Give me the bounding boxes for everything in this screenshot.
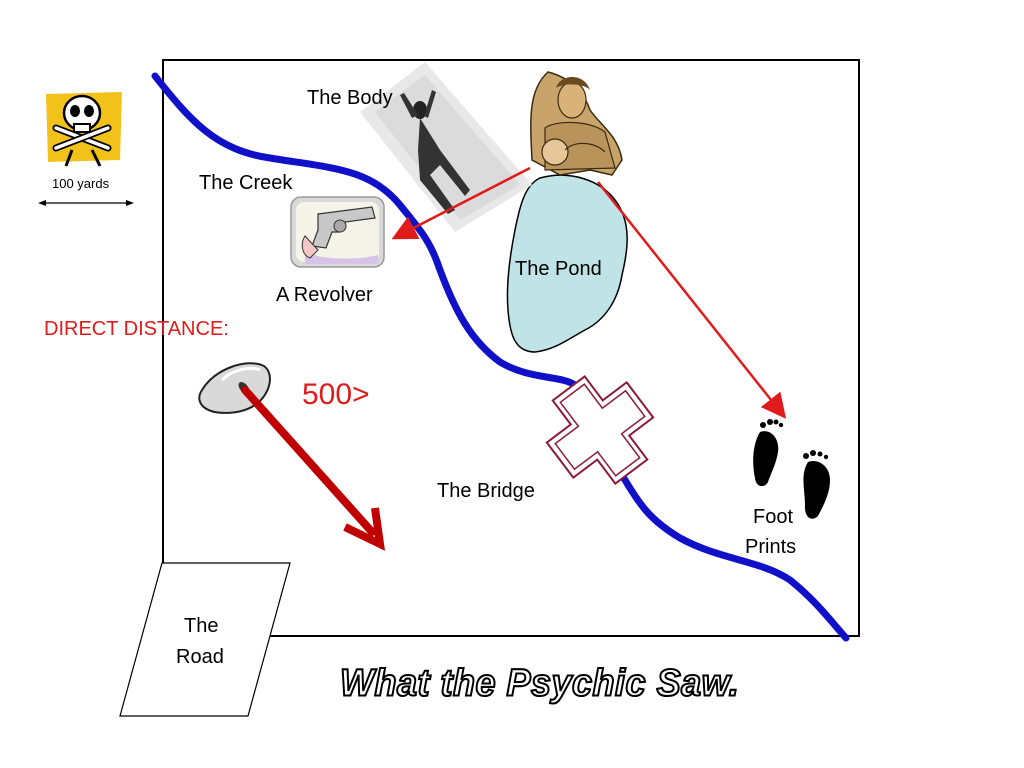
skull-crossbones-icon	[46, 92, 122, 167]
road-shape	[119, 562, 291, 717]
pond-label: The Pond	[515, 258, 602, 280]
pond-shape	[506, 174, 628, 353]
page-title: What the Psychic Saw.	[339, 660, 740, 705]
direct-distance-arrowhead	[343, 507, 385, 551]
revolver-label: A Revolver	[276, 284, 373, 306]
footprints-label-line2: Prints	[745, 536, 797, 558]
road-label-line1: The	[184, 615, 219, 637]
direct-distance-value: 500>	[302, 378, 370, 411]
direct-distance-arrow	[241, 386, 376, 536]
creek-label: The Creek	[199, 172, 293, 194]
direct-distance-label: DIRECT DISTANCE:	[44, 318, 229, 340]
body-label: The Body	[307, 87, 393, 109]
map-frame	[162, 59, 860, 637]
road-label-line2: Road	[176, 646, 224, 668]
scale-label: 100 yards	[52, 176, 110, 191]
arrow-to-footprints	[597, 181, 787, 419]
arrow-to-revolver	[391, 166, 531, 240]
revolver-icon	[290, 196, 385, 268]
footprints-icon	[753, 419, 830, 519]
psychic-woman-icon	[530, 71, 623, 176]
bridge-label: The Bridge	[437, 480, 535, 502]
creek-line	[151, 72, 850, 642]
bridge-shape	[545, 375, 655, 485]
footprints-label-line1: Foot	[753, 506, 794, 528]
